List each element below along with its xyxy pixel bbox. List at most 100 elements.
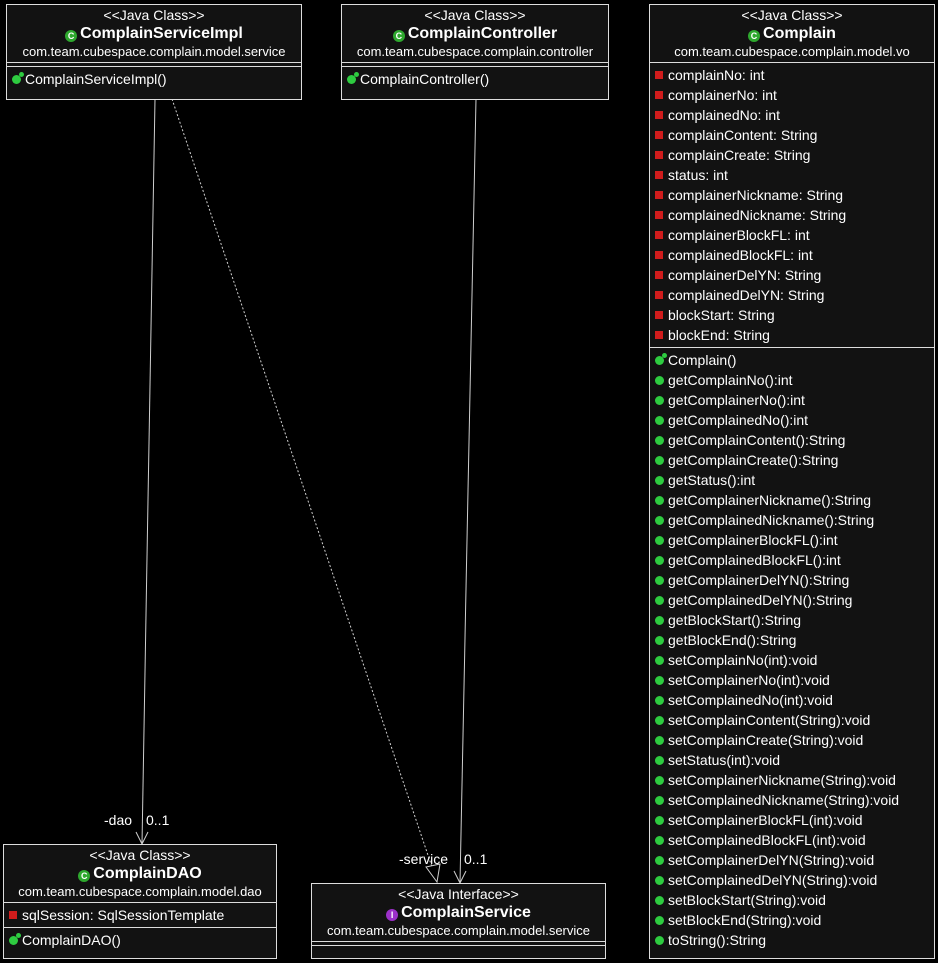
method-text: setBlockEnd(String):void <box>668 912 822 928</box>
package-name: com.team.cubespace.complain.model.vo <box>674 44 910 59</box>
method: setComplainNo(int):void <box>655 650 934 670</box>
method: getComplainContent():String <box>655 430 934 450</box>
field-text: complainedDelYN: String <box>668 287 825 303</box>
private-field-icon <box>655 171 663 179</box>
field-text: complainCreate: String <box>668 147 811 163</box>
method-text: getComplainContent():String <box>668 432 846 448</box>
field: complainerNo: int <box>655 85 934 105</box>
class-icon: C <box>392 30 405 42</box>
method: setComplainerDelYN(String):void <box>655 850 934 870</box>
method: getComplainedNo():int <box>655 410 934 430</box>
method-text: getComplainedBlockFL():int <box>668 552 841 568</box>
private-field-icon <box>655 211 663 219</box>
constructor: ComplainServiceImpl() <box>12 69 301 89</box>
method-text: setComplainContent(String):void <box>668 712 871 728</box>
field-text: blockStart: String <box>668 307 775 323</box>
private-field-icon <box>655 91 663 99</box>
method-text: getComplainedNo():int <box>668 412 809 428</box>
method-text: setComplainedNickname(String):void <box>668 792 900 808</box>
constructor-icon <box>9 932 21 945</box>
public-method-icon <box>655 375 664 385</box>
field: sqlSession: SqlSessionTemplate <box>9 905 276 925</box>
public-method-icon <box>655 735 664 745</box>
constructor-text: Complain() <box>668 352 737 368</box>
public-method-icon <box>655 855 664 865</box>
field-text: sqlSession: SqlSessionTemplate <box>22 907 225 923</box>
constructor-text: ComplainDAO() <box>22 932 121 948</box>
constructor: Complain() <box>655 350 934 370</box>
public-method-icon <box>655 415 664 425</box>
stereotype: <<Java Class>> <box>89 847 191 863</box>
realization-impl-service-arrow <box>425 863 441 884</box>
method: getComplainedNickname():String <box>655 510 934 530</box>
private-field-icon <box>655 331 663 339</box>
class-name-text: ComplainDAO <box>93 865 202 882</box>
private-field-icon <box>655 131 663 139</box>
public-method-icon <box>655 395 664 405</box>
public-method-icon <box>655 495 664 505</box>
method-text: setComplainCreate(String):void <box>668 732 864 748</box>
method-text: getBlockEnd():String <box>668 632 797 648</box>
field: complainCreate: String <box>655 145 934 165</box>
constructor-text: ComplainController() <box>360 71 490 87</box>
method: setComplainContent(String):void <box>655 710 934 730</box>
assoc-service-multiplicity: 0..1 <box>464 851 488 867</box>
package-name: com.team.cubespace.complain.model.dao <box>18 884 262 899</box>
assoc-dao-role: -dao <box>104 812 133 828</box>
private-field-icon <box>655 271 663 279</box>
method: getComplainerDelYN():String <box>655 570 934 590</box>
method-text: getBlockStart():String <box>668 612 802 628</box>
public-method-icon <box>655 675 664 685</box>
public-method-icon <box>655 655 664 665</box>
method-text: setComplainerNo(int):void <box>668 672 830 688</box>
assoc-service-role: -service <box>399 851 449 867</box>
stereotype: <<Java Interface>> <box>398 886 519 902</box>
method: toString():String <box>655 930 934 950</box>
public-method-icon <box>655 875 664 885</box>
interface-icon: I <box>386 909 399 921</box>
field-text: complainedNickname: String <box>668 207 847 223</box>
private-field-icon <box>655 151 663 159</box>
public-method-icon <box>655 435 664 445</box>
public-method-icon <box>655 895 664 905</box>
method: setComplainCreate(String):void <box>655 730 934 750</box>
private-field-icon <box>655 111 663 119</box>
field-text: complainerBlockFL: int <box>668 227 810 243</box>
public-method-icon <box>655 835 664 845</box>
field: blockEnd: String <box>655 325 934 345</box>
field: status: int <box>655 165 934 185</box>
public-method-icon <box>655 795 664 805</box>
field: blockStart: String <box>655 305 934 325</box>
method: setComplainedNickname(String):void <box>655 790 934 810</box>
method: getComplainerBlockFL():int <box>655 530 934 550</box>
class-name-text: Complain <box>763 25 836 42</box>
method: setStatus(int):void <box>655 750 934 770</box>
class-name-text: ComplainServiceImpl <box>80 25 243 42</box>
method: getComplainNo():int <box>655 370 934 390</box>
package-name: com.team.cubespace.complain.controller <box>356 44 594 59</box>
field-text: complainNo: int <box>668 67 765 83</box>
public-method-icon <box>655 815 664 825</box>
stereotype: <<Java Class>> <box>741 7 843 23</box>
method: setComplainedDelYN(String):void <box>655 870 934 890</box>
private-field-icon <box>9 911 17 919</box>
constructor-icon <box>12 71 24 84</box>
private-field-icon <box>655 251 663 259</box>
class-name-text: ComplainController <box>407 25 558 42</box>
method-text: setComplainNo(int):void <box>668 652 818 668</box>
method-list: Complain() getComplainNo():int getComplai… <box>650 348 934 952</box>
field: complainedNo: int <box>655 105 934 125</box>
method-text: getComplainNo():int <box>668 372 793 388</box>
public-method-icon <box>655 595 664 605</box>
method: setComplainedNo(int):void <box>655 690 934 710</box>
field-text: complainContent: String <box>668 127 818 143</box>
field: complainedBlockFL: int <box>655 245 934 265</box>
public-method-icon <box>655 535 664 545</box>
assoc-impl-dao-line <box>141 98 156 845</box>
